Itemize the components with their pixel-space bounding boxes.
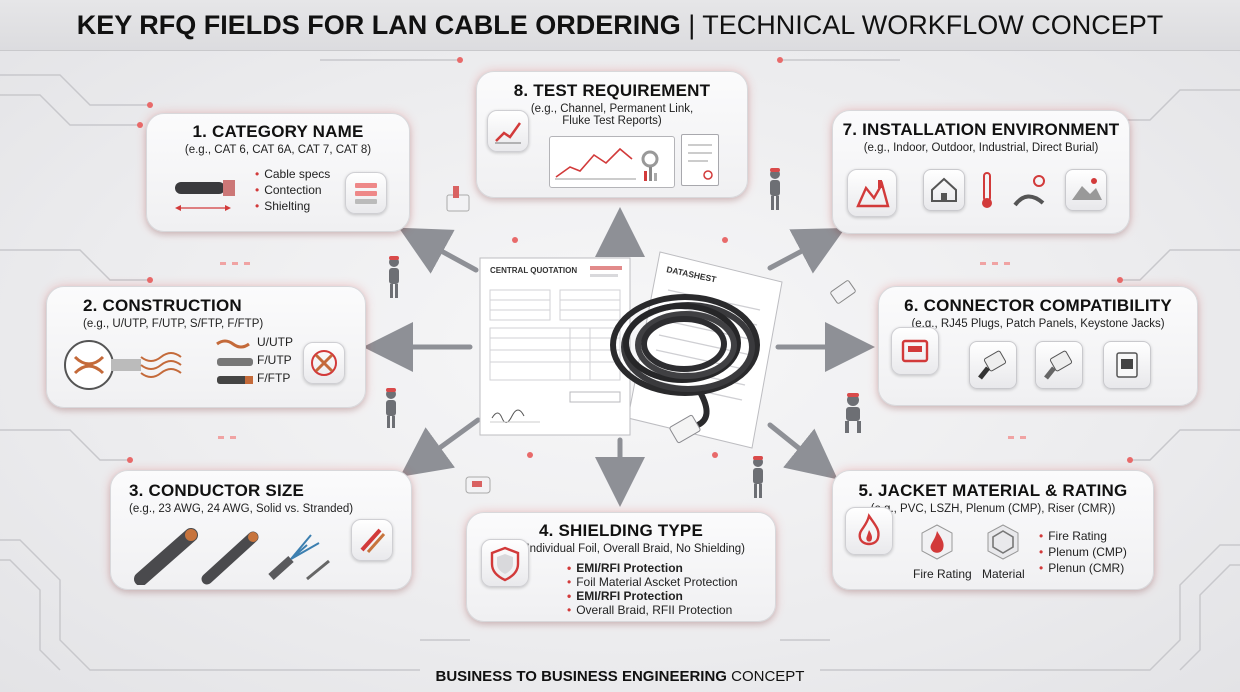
construction-label: F/UTP <box>257 353 292 367</box>
card-connector-compatibility: 6. CONNECTOR COMPATIBILITY (e.g., RJ45 P… <box>878 286 1198 406</box>
card-title: 6. CONNECTOR COMPATIBILITY <box>904 296 1172 315</box>
construction-label: U/UTP <box>257 335 293 349</box>
uutp-cable-icon <box>215 337 255 349</box>
line-chart-icon <box>487 110 529 152</box>
test-dashboard-icon <box>549 136 675 188</box>
title-bold: KEY RFQ FIELDS FOR LAN CABLE ORDERING <box>76 10 681 40</box>
cable-coil <box>610 294 760 428</box>
card-title: 8. TEST REQUIREMENT <box>513 81 711 100</box>
copper-wire-icon <box>131 521 341 586</box>
footer-light: CONCEPT <box>726 668 805 685</box>
rj45-plug-icon <box>891 327 939 375</box>
bullet-item: •Plenum (CMP) <box>1039 545 1127 559</box>
footer-caption: BUSINESS TO BUSINESS ENGINEERING CONCEPT <box>0 668 1240 685</box>
card-example: (e.g., PVC, LSZH, Plenum (CMP), Riser (C… <box>870 503 1116 515</box>
material-icon <box>985 523 1021 561</box>
card-shielding-type: 4. SHIELDING TYPE (e.g., Individual Foil… <box>466 512 776 622</box>
icon-label: Material <box>982 567 1025 581</box>
quotation-title: CENTRAL QUOTATION <box>490 266 577 275</box>
bullet-item: •EMI/RFI Protection <box>567 589 683 603</box>
card-construction: 2. CONSTRUCTION (e.g., U/UTP, F/UTP, S/F… <box>46 286 366 408</box>
circuit-dashes <box>218 262 1026 439</box>
card-example: (e.g., Channel, Permanent Link, <box>530 103 694 115</box>
factory-icon <box>847 169 897 217</box>
circuit-traces <box>0 59 1240 671</box>
card-title: 4. SHIELDING TYPE <box>539 521 703 540</box>
icon-label: Fire Rating <box>913 567 972 581</box>
card-example: (e.g., Individual Foil, Overall Braid, N… <box>496 543 745 555</box>
card-title: 1. CATEGORY NAME <box>192 122 364 141</box>
keystone-jack-icon <box>1103 341 1151 389</box>
bullet-item: •Contection <box>255 183 322 197</box>
card-category-name: 1. CATEGORY NAME (e.g., CAT 6, CAT 6A, C… <box>146 113 410 232</box>
bullet-item: •Plenun (CMR) <box>1039 561 1125 575</box>
twisted-pair-icon <box>61 333 211 393</box>
category-bullets: •Cable specs •Contection •Shielting <box>255 166 330 214</box>
burial-landscape-icon <box>1065 169 1107 211</box>
card-title: 7. INSTALLATION ENVIRONMENT <box>842 120 1120 139</box>
card-title: 3. CONDUCTOR SIZE <box>129 481 304 500</box>
card-test-requirement: 8. TEST REQUIREMENT (e.g., Channel, Perm… <box>476 71 748 198</box>
card-title: 2. CONSTRUCTION <box>83 296 242 315</box>
bullet-item: •Overall Braid, RFII Protection <box>567 603 733 617</box>
jacket-bullets: •Fire Rating •Plenum (CMP) •Plenun (CMR) <box>1039 528 1127 576</box>
card-example: (e.g., Indoor, Outdoor, Industrial, Dire… <box>863 142 1099 154</box>
fire-rating-icon <box>919 523 955 561</box>
bullet-item: •Shielting <box>255 199 311 213</box>
card-conductor-size: 3. CONDUCTOR SIZE (e.g., 23 AWG, 24 AWG,… <box>110 470 412 590</box>
wire-gauge-icon <box>351 519 393 561</box>
indoor-house-icon <box>923 169 965 211</box>
card-example: (e.g., RJ45 Plugs, Patch Panels, Keyston… <box>911 318 1165 330</box>
card-example: (e.g., 23 AWG, 24 AWG, Solid vs. Strande… <box>129 503 354 515</box>
cross-section-icon <box>303 342 345 384</box>
patch-cord-icon <box>1035 341 1083 389</box>
card-example: (e.g., U/UTP, F/UTP, S/FTP, F/FTP) <box>83 318 264 330</box>
engineer-hats <box>386 168 859 460</box>
card-example: (e.g., CAT 6, CAT 6A, CAT 7, CAT 8) <box>184 144 372 156</box>
footer-bold: BUSINESS TO BUSINESS ENGINEERING <box>435 668 727 685</box>
bullet-item: •Cable specs <box>255 167 331 181</box>
floating-props <box>446 186 856 494</box>
shield-icon <box>481 539 529 587</box>
bullet-item: •EMI/RFI Protection <box>567 561 683 575</box>
card-installation-environment: 7. INSTALLATION ENVIRONMENT (e.g., Indoo… <box>832 110 1130 234</box>
card-example-2: Fluke Test Reports) <box>562 115 662 127</box>
central-quotation-document: CENTRAL QUOTATION <box>479 257 631 436</box>
test-report-icon <box>681 134 719 186</box>
workflow-arrows <box>363 207 875 507</box>
card-jacket-material: 5. JACKET MATERIAL & RATING (e.g., PVC, … <box>832 470 1154 590</box>
fftp-cable-icon <box>215 373 255 385</box>
thermometer-icon <box>977 169 997 211</box>
cable-spec-sheet-icon <box>171 172 241 216</box>
spec-list-icon <box>345 172 387 214</box>
card-title: 5. JACKET MATERIAL & RATING <box>858 481 1128 500</box>
rj45-plug <box>669 414 701 444</box>
title-light: | TECHNICAL WORKFLOW CONCEPT <box>680 10 1164 40</box>
construction-label: F/FTP <box>257 371 291 385</box>
futp-cable-icon <box>215 355 255 367</box>
shielding-bullets: •EMI/RFI Protection •Foil Material Ascke… <box>567 561 738 617</box>
bullet-item: •Fire Rating <box>1039 529 1107 543</box>
page-title: KEY RFQ FIELDS FOR LAN CABLE ORDERING | … <box>0 0 1240 51</box>
outdoor-sun-icon <box>1013 169 1053 211</box>
flame-icon <box>845 507 893 555</box>
bullet-item: •Foil Material Ascket Protection <box>567 575 738 589</box>
rj45-cable-icon <box>969 341 1017 389</box>
